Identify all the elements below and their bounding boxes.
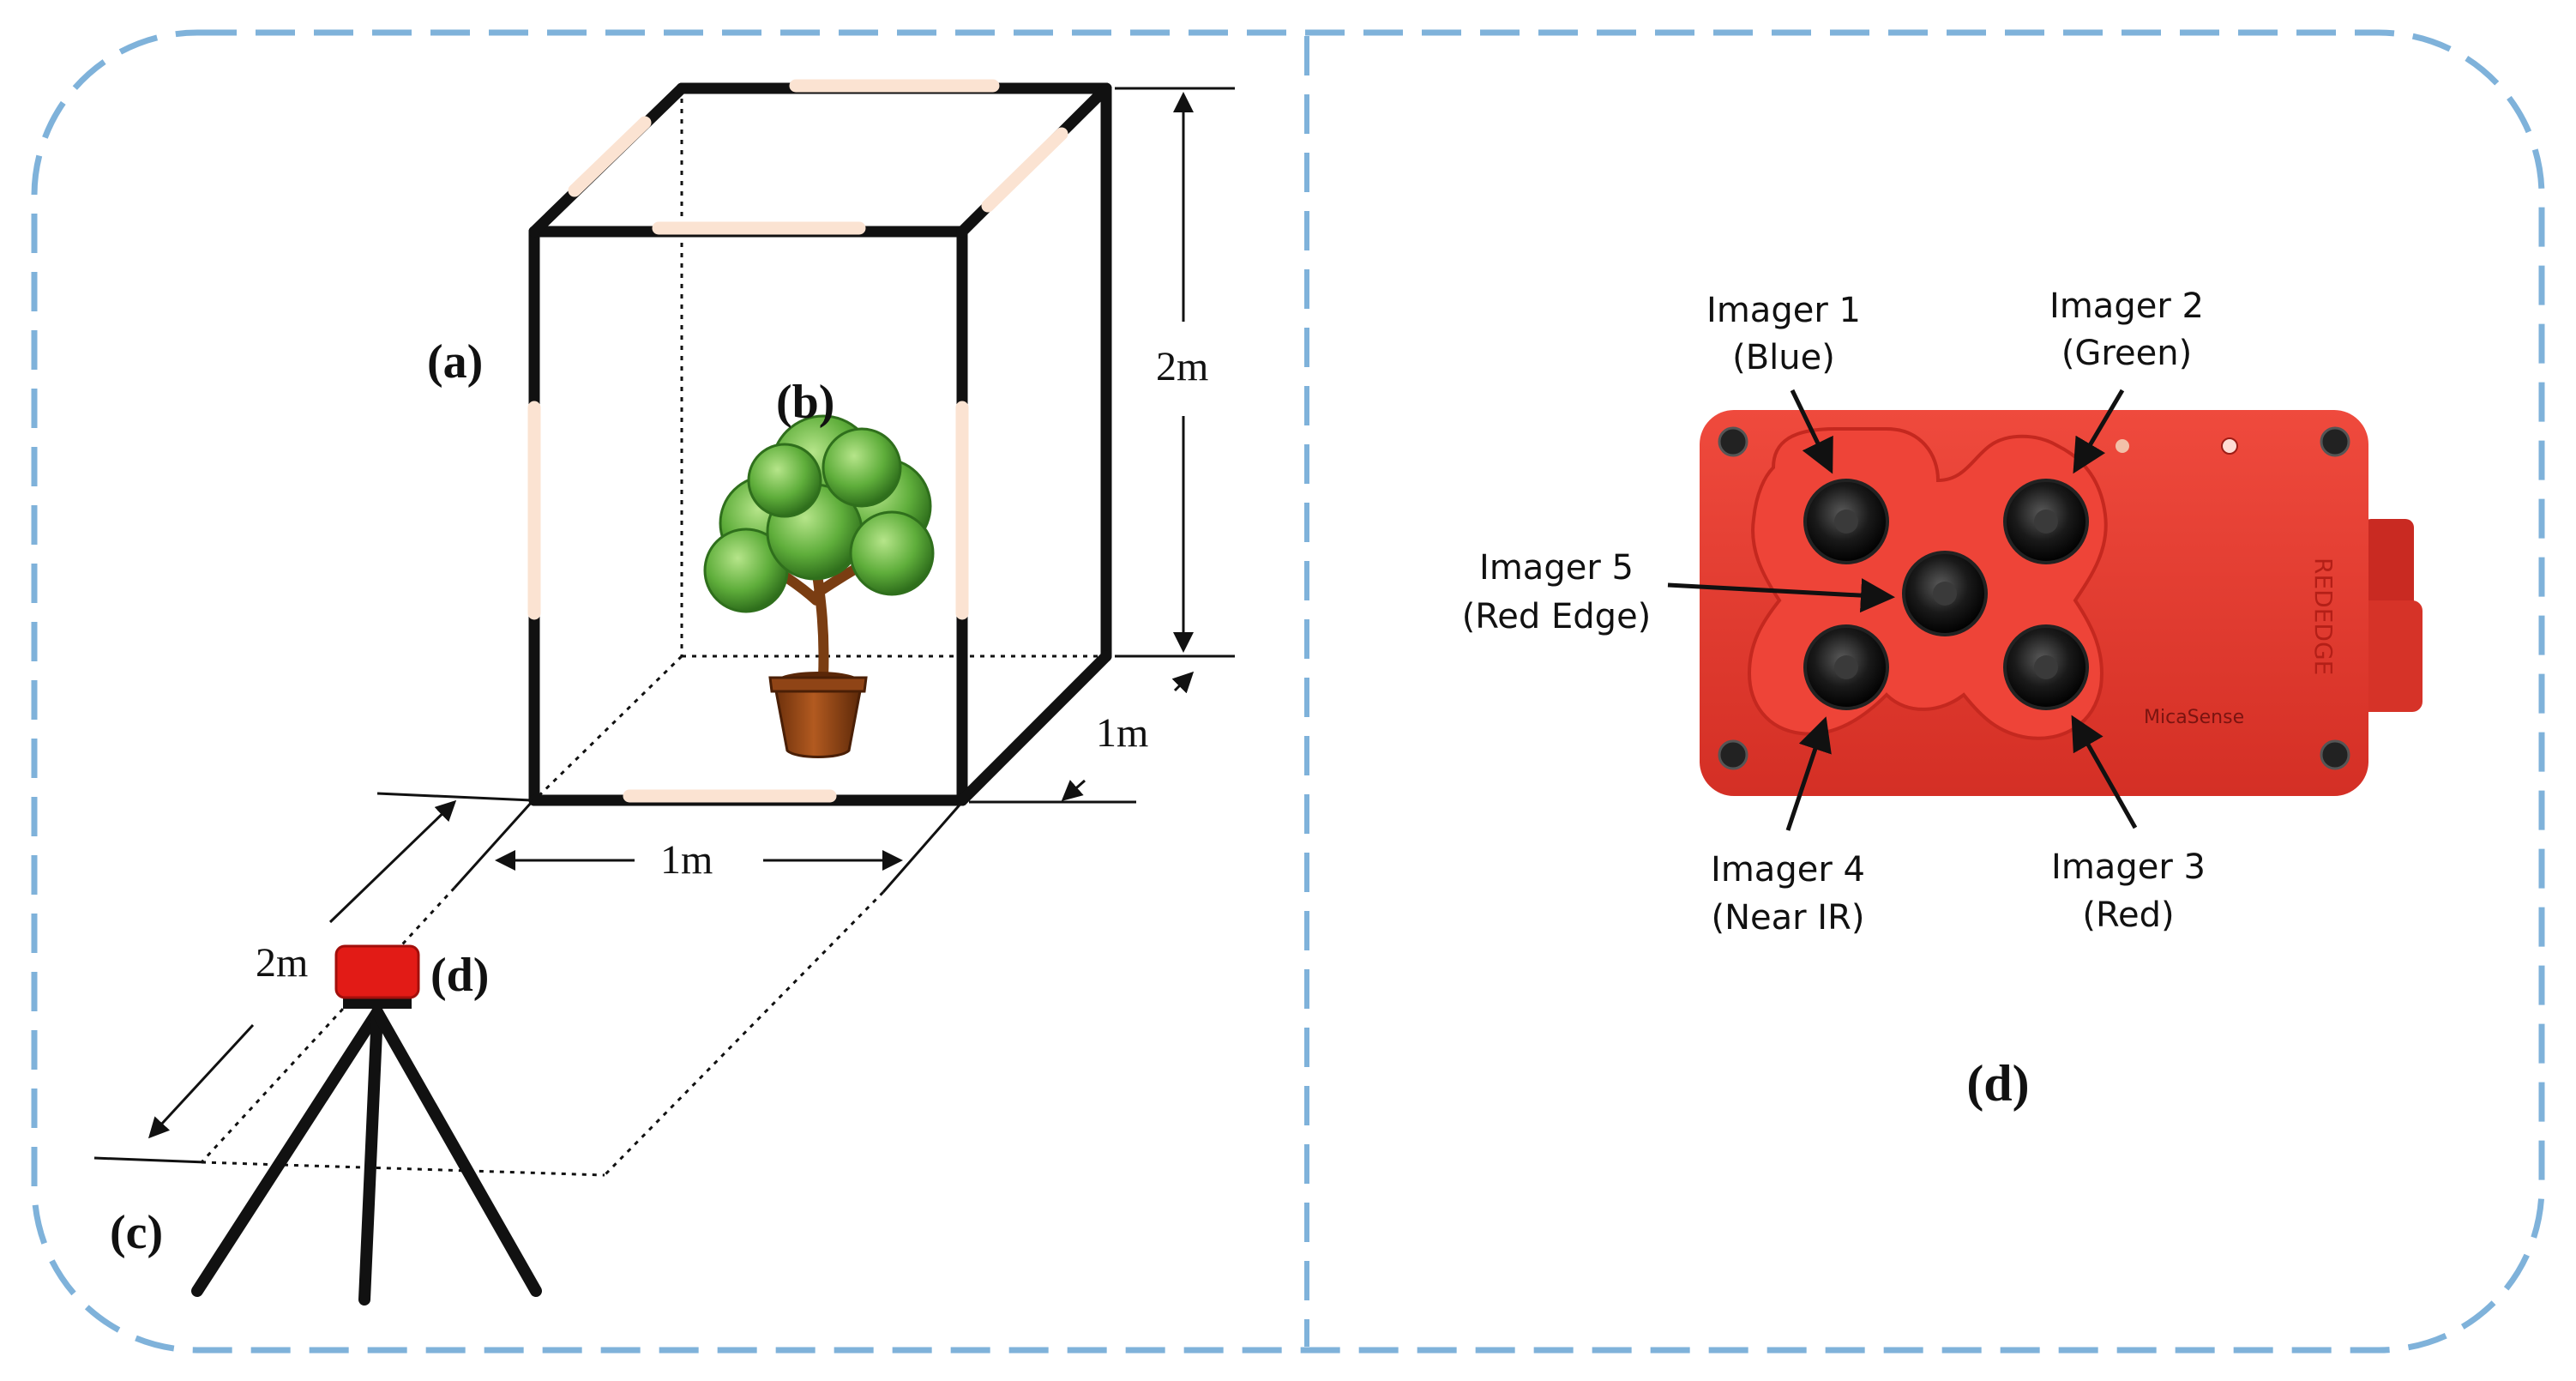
distance-dimension — [147, 799, 457, 1139]
imager-5-name: Imager 5 — [1479, 548, 1634, 588]
imager-5-band: (Red Edge) — [1462, 597, 1652, 636]
dim-height-label: 2m — [1156, 344, 1208, 389]
chamber-frame — [528, 82, 1112, 806]
lens-4 — [1803, 624, 1889, 710]
imager-pointers — [1667, 389, 2138, 831]
imager-1-label: Imager 1 (Blue) — [1706, 291, 1861, 377]
imager-3-name: Imager 3 — [2051, 847, 2206, 887]
label-d-left: (d) — [430, 949, 489, 1002]
lens-1 — [1803, 479, 1889, 564]
label-d-right: (d) — [1966, 1055, 2029, 1112]
hidden-edges — [533, 88, 1106, 802]
height-dimension — [1115, 87, 1235, 658]
dim-width-label: 1m — [660, 837, 713, 883]
rededge-camera: MicaSense REDEDGE — [1700, 410, 2423, 796]
outer-dashed-border — [31, 29, 2545, 1354]
lens-5 — [1902, 551, 1988, 636]
label-b: (b) — [776, 376, 834, 429]
imager-4-band: (Near IR) — [1711, 898, 1864, 938]
potted-tree-illustration — [703, 414, 935, 758]
label-a: (a) — [427, 335, 483, 389]
side-text: REDEDGE — [2309, 558, 2338, 675]
imager-1-band: (Blue) — [1732, 338, 1835, 377]
imager-1-name: Imager 1 — [1706, 291, 1861, 330]
lens-3 — [2003, 624, 2089, 710]
imager-5-label: Imager 5 (Red Edge) — [1462, 548, 1652, 636]
imager-4-name: Imager 4 — [1711, 850, 1865, 890]
imager-4-label: Imager 4 (Near IR) — [1711, 850, 1865, 938]
dim-distance-label: 2m — [256, 940, 308, 986]
imager-2-band: (Green) — [2061, 334, 2192, 373]
label-c: (c) — [110, 1206, 163, 1259]
tripod — [191, 1006, 542, 1306]
dim-depth-label: 1m — [1096, 710, 1148, 756]
brand-text: MicaSense — [2144, 707, 2244, 728]
imager-2-name: Imager 2 — [2049, 286, 2204, 326]
imager-3-label: Imager 3 (Red) — [2051, 847, 2206, 935]
light-strips — [527, 79, 1068, 803]
imager-2-label: Imager 2 (Green) — [2049, 286, 2204, 373]
floor-projection — [93, 792, 964, 1177]
lens-2 — [2003, 479, 2089, 564]
camera-on-tripod — [334, 944, 420, 999]
growth-chamber-diagram — [93, 79, 1235, 1306]
imager-3-band: (Red) — [2082, 896, 2174, 935]
depth-dimension — [969, 671, 1195, 804]
corner-screws — [1718, 426, 2350, 770]
